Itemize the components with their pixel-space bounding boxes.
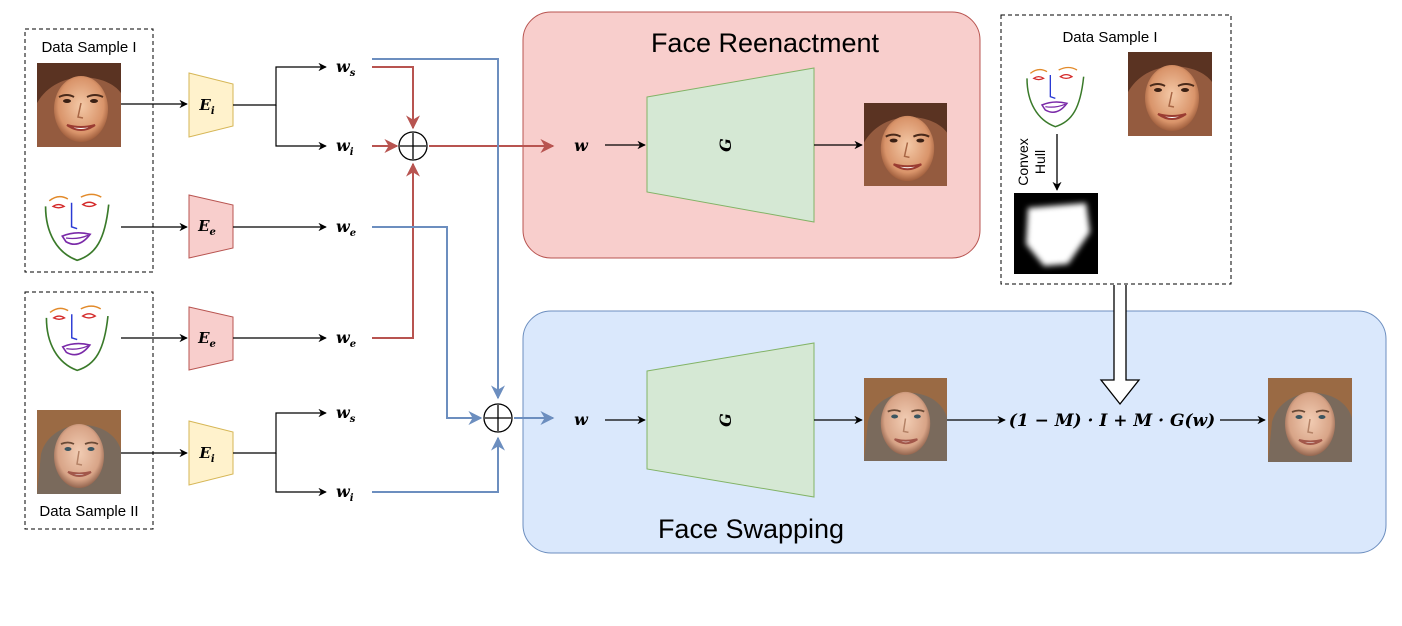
- ws-label-top: ws: [336, 57, 356, 79]
- encoder-subscript: i: [211, 106, 215, 117]
- expression-encoder-top: Ee: [188, 194, 234, 259]
- face-landmarks-icon: [44, 193, 110, 262]
- encoder-label: E: [198, 96, 211, 114]
- ws-to-sum-arrow: [372, 66, 420, 130]
- data-sample-mask-label: Data Sample I: [1062, 29, 1157, 46]
- face-photo-icon: [1268, 378, 1352, 462]
- convex-hull-label-line2: Hull: [1032, 150, 1048, 174]
- wi-label-top: wi: [336, 136, 354, 158]
- wi-to-swap-sum-arrow: [372, 436, 505, 493]
- wi-split-arrow: [275, 453, 327, 497]
- face-photo-icon: [1128, 52, 1212, 136]
- face-reenactment-title: Face Reenactment: [651, 28, 880, 58]
- svg-text:Ee: Ee: [197, 329, 216, 350]
- data-sample-ii-label: Data Sample II: [39, 503, 138, 520]
- identity-encoder-top: Ei: [188, 72, 234, 138]
- generator-swapping: G: [646, 342, 815, 498]
- ws-to-swap-sum-arrow: [372, 58, 505, 400]
- identity-encoder-bottom: Ei: [188, 420, 234, 486]
- svg-text:Ei: Ei: [198, 444, 214, 465]
- encoder-label: E: [197, 217, 210, 235]
- we-label-top: we: [336, 217, 356, 239]
- generator-reenactment: G: [646, 67, 815, 223]
- face-photo-icon: [864, 103, 947, 186]
- data-sample-ii-group: [24, 291, 154, 530]
- we-to-sum-arrow: [372, 162, 420, 339]
- encoder-label: E: [197, 329, 210, 347]
- sum-operator-icon: [483, 403, 513, 433]
- face-swapping-title: Face Swapping: [658, 514, 844, 544]
- face-photo-icon: [37, 410, 121, 494]
- ws-split-arrow: [233, 62, 327, 106]
- svg-text:Ei: Ei: [198, 96, 214, 117]
- generator-input-label: w: [574, 136, 589, 155]
- wi-label-bottom: wi: [336, 482, 354, 504]
- face-landmarks-icon: [45, 305, 109, 372]
- we-label-bottom: we: [336, 328, 356, 350]
- sum-operator-icon: [398, 131, 428, 161]
- ws-label-bottom: ws: [336, 403, 356, 425]
- we-to-swap-sum-arrow: [372, 226, 483, 425]
- face-photo-icon: [37, 63, 121, 147]
- expression-encoder-bottom: Ee: [188, 306, 234, 371]
- data-sample-i-group: [24, 28, 154, 273]
- face-mask-icon: [1014, 193, 1098, 274]
- data-sample-i-label: Data Sample I: [41, 39, 136, 56]
- mask-hollow-arrow: [1099, 285, 1141, 406]
- blend-formula: (1 − M) · I + M · G(w): [1009, 411, 1215, 431]
- ws-split-arrow: [233, 408, 327, 454]
- wi-split-arrow: [275, 105, 327, 151]
- convex-hull-label-line1: Convex: [1015, 138, 1031, 185]
- generator-input-label: w: [574, 410, 589, 429]
- face-photo-icon: [864, 378, 947, 461]
- encoder-subscript: e: [210, 227, 216, 238]
- encoder-label: E: [198, 444, 211, 462]
- svg-text:Ee: Ee: [197, 217, 216, 238]
- svg-text:G: G: [716, 138, 735, 152]
- svg-text:G: G: [716, 413, 735, 427]
- encoder-subscript: i: [211, 454, 215, 465]
- encoder-subscript: e: [210, 339, 216, 350]
